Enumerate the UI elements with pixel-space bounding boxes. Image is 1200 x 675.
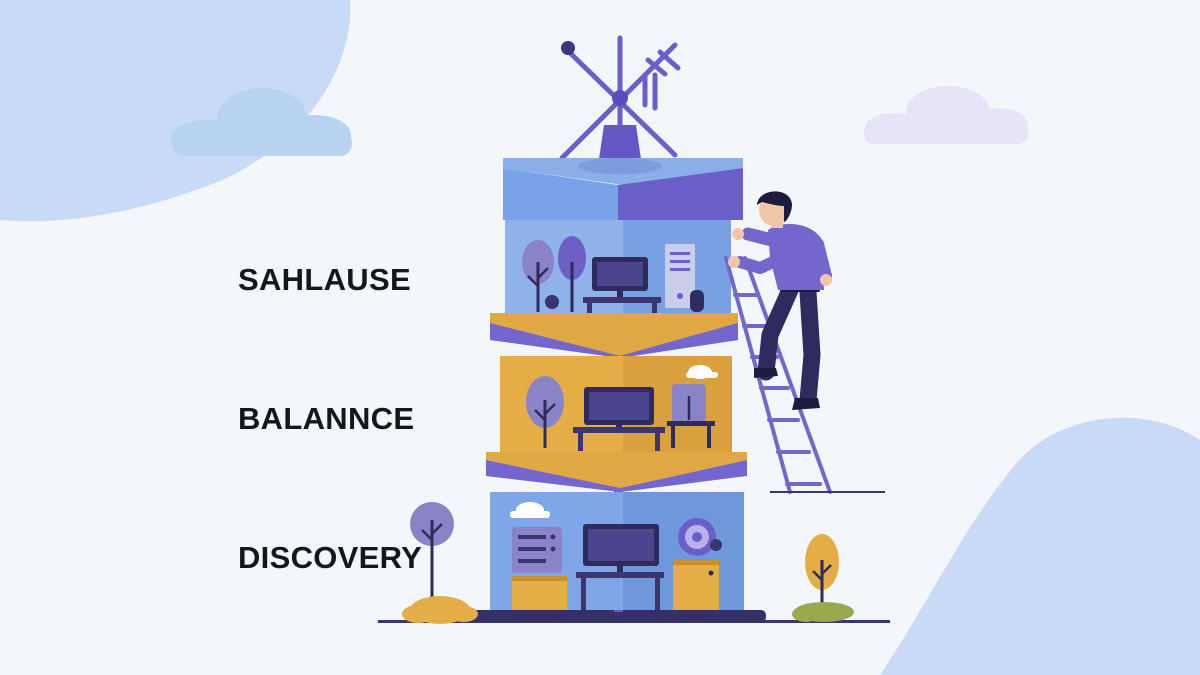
box-icon xyxy=(512,576,567,610)
tower-base xyxy=(466,610,766,622)
background-blob-bottom-right xyxy=(880,417,1200,675)
tower-floor-2 xyxy=(486,452,747,488)
cloud-small-icon xyxy=(686,365,718,379)
antenna-base xyxy=(598,125,642,166)
bush-right-icon xyxy=(792,602,854,622)
server-rack-icon xyxy=(512,527,562,573)
antenna-hub xyxy=(612,90,628,106)
box-icon xyxy=(673,560,719,610)
tree-icon xyxy=(526,376,564,448)
stool-icon xyxy=(690,290,704,312)
level-label-middle: BALANNCE xyxy=(238,401,415,436)
monitor-icon xyxy=(592,257,648,299)
chair-icon xyxy=(667,384,715,448)
level-label-bottom: DISCOVERY xyxy=(238,540,423,575)
tower-floor-1 xyxy=(490,313,738,356)
tree-icon xyxy=(558,236,586,312)
monitor-icon xyxy=(584,387,654,431)
tree-left-icon xyxy=(410,502,454,600)
cloud-small-icon xyxy=(510,502,550,518)
desk-icon xyxy=(583,297,661,317)
cloud-left-icon xyxy=(171,88,352,156)
desk-icon xyxy=(576,572,664,610)
monitor-icon xyxy=(583,524,659,573)
antenna-knob xyxy=(561,41,575,55)
person-climbing-icon xyxy=(728,191,832,410)
tower-cap-front-right xyxy=(618,168,743,220)
server-tower-icon xyxy=(665,244,695,308)
tree-icon xyxy=(522,240,554,312)
plant-pot-icon xyxy=(545,295,559,309)
level-label-top: SAHLAUSE xyxy=(238,262,411,297)
cloud-right-icon xyxy=(864,86,1028,144)
bush-left-icon xyxy=(402,596,478,624)
desk-icon xyxy=(573,427,665,451)
background-blob-top-left xyxy=(0,0,351,222)
tower-cap-front-left xyxy=(503,168,618,220)
speaker-icon xyxy=(678,518,722,556)
tree-right-icon xyxy=(805,534,839,610)
